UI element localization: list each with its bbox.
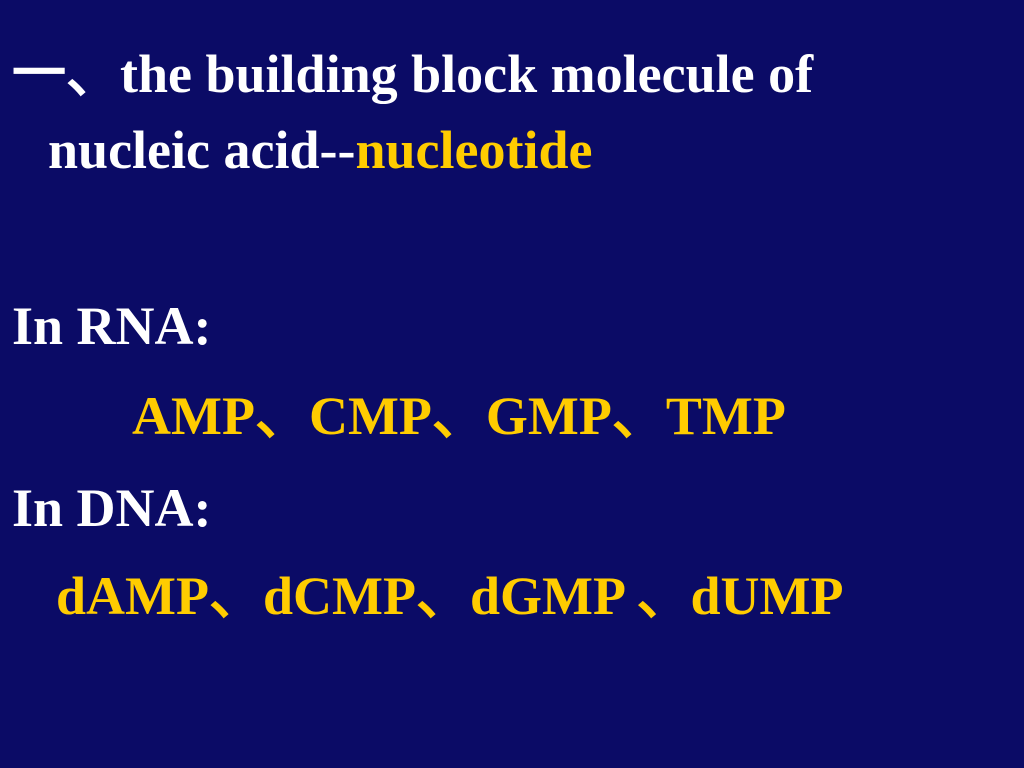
title-prefix: nucleic acid--: [48, 120, 356, 180]
rna-label: In RNA:: [12, 296, 212, 356]
title-line-1: 一、the building block molecule of: [12, 44, 814, 104]
dna-label: In DNA:: [12, 478, 212, 538]
title-line-2: nucleic acid--nucleotide: [48, 120, 592, 180]
title-highlight: nucleotide: [355, 120, 593, 180]
rna-nucleotide-list: AMP、CMP、GMP、TMP: [132, 386, 786, 446]
dna-nucleotide-list: dAMP、dCMP、dGMP 、dUMP: [56, 566, 844, 626]
